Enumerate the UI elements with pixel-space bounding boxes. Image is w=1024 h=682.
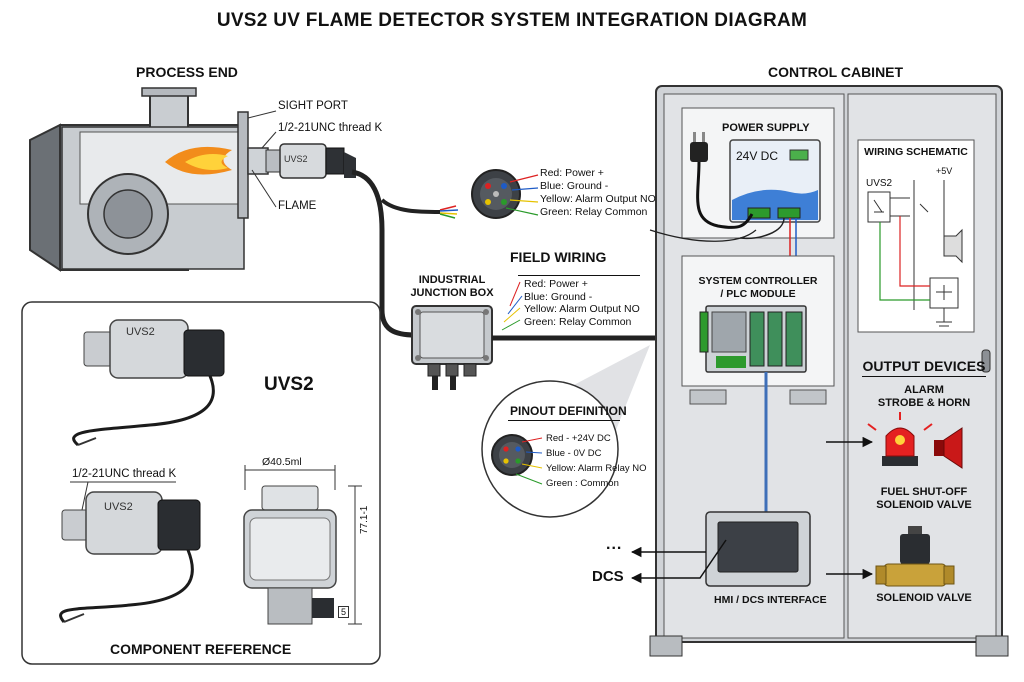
alarm-label-line2: STROBE & HORN <box>877 397 971 409</box>
pinout-bubble <box>481 380 619 518</box>
junction-box-label: INDUSTRIAL JUNCTION BOX <box>400 274 504 300</box>
photo1-body-label: UVS2 <box>126 326 155 338</box>
alarm-beacon-icon <box>867 412 933 466</box>
dimension-small: 5 <box>338 606 350 618</box>
valve-caption: SOLENOID VALVE <box>876 592 972 604</box>
valve-label-line1: FUEL SHUT-OFF <box>880 486 968 498</box>
pinout-underline <box>508 420 620 421</box>
field-wiring-heading: FIELD WIRING <box>510 249 607 265</box>
pinout-red: Red - +24V DC <box>546 433 611 444</box>
solenoid-valve-icon <box>875 526 955 587</box>
power-supply-unit <box>729 139 821 223</box>
pinout-legend: Red - +24V DC Blue - 0V DC Yellow: Alarm… <box>546 431 647 491</box>
wiring-schematic-drawing <box>867 180 963 327</box>
controller-label-line2: / PLC MODULE <box>720 288 796 300</box>
sight-port-label: SIGHT PORT <box>278 100 348 112</box>
controller-label: SYSTEM CONTROLLER / PLC MODULE <box>684 275 832 301</box>
junction-box-label-line1: INDUSTRIAL <box>418 274 486 286</box>
field-legend-yellow: Yellow: Alarm Output NO <box>524 303 640 315</box>
pinout-yellow: Yellow: Alarm Relay NO <box>546 463 647 474</box>
schematic-supply-label: +5V <box>936 166 953 176</box>
photo2-body-label: UVS2 <box>104 501 133 513</box>
junction-box-label-line2: JUNCTION BOX <box>410 287 494 299</box>
controller-label-line1: SYSTEM CONTROLLER <box>698 275 818 287</box>
control-cabinet-heading: CONTROL CABINET <box>768 64 904 80</box>
legend-blue: Blue: Ground - <box>540 180 609 192</box>
page-title: UVS2 UV FLAME DETECTOR SYSTEM INTEGRATIO… <box>216 10 808 31</box>
legend-green: Green: Relay Common <box>540 206 648 218</box>
power-plug-icon <box>690 132 754 229</box>
psu-voltage-label: 24V DC <box>736 149 779 163</box>
valve-label: FUEL SHUT-OFF SOLENOID VALVE <box>856 486 992 512</box>
valve-label-line2: SOLENOID VALVE <box>876 499 972 511</box>
output-devices-heading: OUTPUT DEVICES <box>862 358 986 374</box>
pinout-green: Green : Common <box>546 478 619 489</box>
connector-top-legend: Red: Power + Blue: Ground - Yellow: Alar… <box>540 167 656 219</box>
alarm-label-line1: ALARM <box>904 384 944 396</box>
legend-red: Red: Power + <box>540 167 604 179</box>
dimension-height: 77.1-1 <box>359 505 370 534</box>
wiring-schematic-heading: WIRING SCHEMATIC <box>864 146 968 158</box>
dimension-drawing <box>243 465 362 625</box>
horn-icon <box>934 427 963 469</box>
uvs2-detector-mounted <box>265 143 356 179</box>
power-supply-label: POWER SUPPLY <box>722 122 810 134</box>
burner-assembly <box>29 87 269 272</box>
dimension-width: Ø40.5ml <box>262 456 302 468</box>
flame-icon <box>165 146 232 175</box>
process-end-heading: PROCESS END <box>136 64 238 80</box>
alarm-label: ALARM STROBE & HORN <box>856 384 992 410</box>
plc-module <box>699 305 807 373</box>
field-legend-red: Red: Power + <box>524 278 588 290</box>
schematic-device-label: UVS2 <box>866 178 893 189</box>
thread-label-top: 1/2-21UNC thread K <box>278 122 383 134</box>
field-wiring-legend: Red: Power + Blue: Ground - Yellow: Alar… <box>524 278 640 328</box>
field-legend-blue: Blue: Ground - <box>524 290 593 303</box>
field-legend-green: Green: Relay Common <box>524 315 632 328</box>
flame-label: FLAME <box>278 200 317 212</box>
arrow-to-dcs <box>630 539 727 584</box>
dcs-label: DCS <box>592 568 624 585</box>
uvs2-detector-photo-2 <box>59 491 201 623</box>
pinout-blue: Blue - 0V DC <box>546 448 602 459</box>
output-devices-underline <box>862 376 986 377</box>
pinout-heading: PINOUT DEFINITION <box>510 404 627 418</box>
detector-body-label: UVS2 <box>284 154 308 164</box>
junction-box <box>411 305 493 390</box>
product-name: UVS2 <box>264 374 314 395</box>
field-cable <box>351 169 416 338</box>
uvs2-detector-photo-1 <box>72 319 225 447</box>
component-reference-heading: COMPONENT REFERENCE <box>110 641 292 657</box>
hmi-label: HMI / DCS INTERFACE <box>714 594 827 606</box>
dcs-ellipsis: ... <box>606 536 623 553</box>
legend-yellow: Yellow: Alarm Output NO <box>540 193 656 205</box>
thread-label-ref: 1/2-21UNC thread K <box>72 468 177 480</box>
field-wiring-underline <box>518 275 640 276</box>
hmi-panel <box>705 511 811 587</box>
connector-pinview-top <box>471 169 521 219</box>
